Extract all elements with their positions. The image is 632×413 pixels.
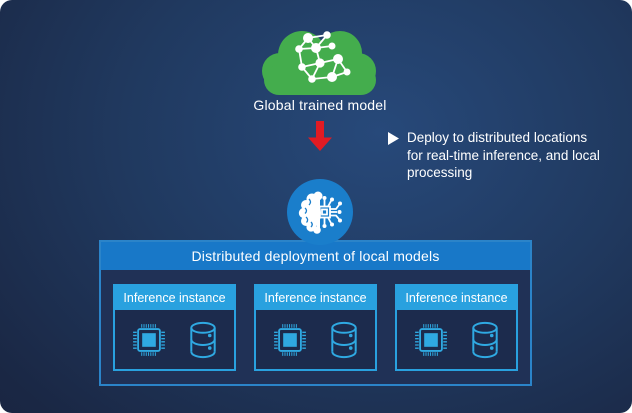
chip-icon [132, 323, 165, 356]
deploy-note-line: Deploy to distributed locations [407, 130, 588, 145]
instance-icons [115, 310, 234, 369]
inference-instance-label: Inference instance [397, 286, 516, 310]
cloud-network-icon [262, 31, 376, 95]
inference-instance-label: Inference instance [256, 286, 375, 310]
global-model-label: Global trained model [253, 97, 387, 113]
deployment-box: Distributed deployment of local models I… [99, 240, 532, 386]
database-icon [330, 321, 357, 358]
brain-circuit-icon [298, 191, 342, 234]
database-icon [189, 321, 216, 358]
inference-instance-label: Inference instance [115, 286, 234, 310]
chip-icon [273, 323, 306, 356]
triangle-right-icon [388, 132, 399, 145]
instance-icons [256, 310, 375, 369]
database-icon [471, 321, 498, 358]
deploy-note-line: for real-time inference, and local [407, 147, 600, 163]
inference-instance-card: Inference instance [395, 284, 518, 371]
ai-node-circle [287, 179, 353, 245]
deploy-note: Deploy to distributed locations for real… [388, 129, 600, 182]
instance-icons [397, 310, 516, 369]
inference-instance-card: Inference instance [254, 284, 377, 371]
instances-row: Inference instance [101, 270, 530, 371]
deploy-note-line: processing [407, 165, 473, 180]
chip-icon [414, 323, 447, 356]
arrow-down-icon [308, 121, 332, 151]
inference-instance-card: Inference instance [113, 284, 236, 371]
deploy-note-text: Deploy to distributed locations for real… [407, 129, 600, 182]
deployment-box-title: Distributed deployment of local models [101, 242, 530, 270]
